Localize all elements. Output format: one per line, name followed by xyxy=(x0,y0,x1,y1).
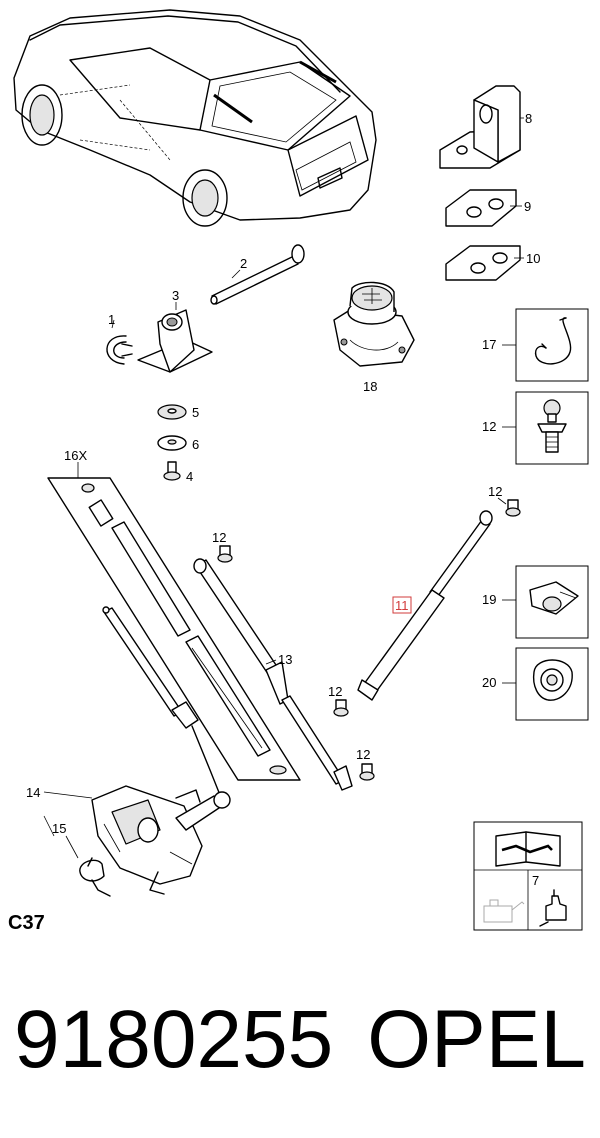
part-17-box xyxy=(515,308,589,382)
callout-5: 5 xyxy=(192,405,199,420)
callout-17: 17 xyxy=(482,337,496,352)
callout-10: 10 xyxy=(526,251,540,266)
part-18-motor xyxy=(333,281,415,367)
part-20-grommet xyxy=(532,659,573,701)
callout-12a: 12 xyxy=(482,419,496,434)
part-5-washer xyxy=(157,404,187,420)
callout-9: 9 xyxy=(524,199,531,214)
part-10-gasket xyxy=(445,245,521,281)
part-17-spring-clip xyxy=(534,317,572,365)
part-14-motor-assembly xyxy=(91,785,231,895)
callout-12d: 12 xyxy=(328,684,342,699)
part-number: 9180255 xyxy=(14,994,334,1085)
callout-13: 13 xyxy=(278,652,292,667)
callout-8: 8 xyxy=(525,111,532,126)
callout-14: 14 xyxy=(26,785,40,800)
callout-16x: 16X xyxy=(64,448,87,463)
part-6-washer xyxy=(157,435,187,451)
left-gas-strut xyxy=(102,606,223,801)
part-12-bolt-upper xyxy=(217,545,233,563)
manual-book-icon xyxy=(495,831,561,867)
part-12-ball-stud xyxy=(537,399,567,453)
part-3-hinge xyxy=(137,309,213,373)
callout-12e: 12 xyxy=(356,747,370,762)
footer: 9180255 OPEL xyxy=(0,990,600,1100)
callout-3: 3 xyxy=(172,288,179,303)
callout-11-highlight xyxy=(392,596,412,614)
callout-7: 7 xyxy=(532,873,539,888)
part-16x-kit xyxy=(47,477,301,781)
callout-11: 11 xyxy=(395,598,409,613)
part-19-bumper xyxy=(529,581,579,615)
oil-can-icon xyxy=(483,899,525,923)
part-11-gas-strut xyxy=(357,510,493,701)
part-13-gas-strut xyxy=(193,558,353,791)
callout-1: 1 xyxy=(108,312,115,327)
part-15-connector xyxy=(79,857,111,897)
part-8-hinge-bracket xyxy=(439,85,521,169)
part-2-hinge-pin xyxy=(210,244,305,305)
part-9-plate xyxy=(445,189,517,227)
parts-diagram: 8 9 10 2 3 1 xyxy=(13,9,589,931)
callout-6: 6 xyxy=(192,437,199,452)
callout-12c: 12 xyxy=(212,530,226,545)
brand-name: OPEL xyxy=(367,994,586,1085)
page-code: C37 xyxy=(8,912,45,934)
callout-2: 2 xyxy=(240,256,247,271)
callout-15: 15 xyxy=(52,821,66,836)
part-1-clip xyxy=(106,335,133,365)
callout-18: 18 xyxy=(363,379,377,394)
info-panel xyxy=(473,821,583,931)
car-illustration xyxy=(13,9,377,227)
callout-20: 20 xyxy=(482,675,496,690)
callout-4: 4 xyxy=(186,469,193,484)
callout-12b: 12 xyxy=(488,484,502,499)
part-12-bolt-lower xyxy=(359,763,375,781)
part-4-bolt xyxy=(163,461,181,481)
part-12-bolt-top-right xyxy=(505,499,521,517)
callout-19: 19 xyxy=(482,592,496,607)
grease-tube-icon xyxy=(539,889,567,927)
part-12-bolt-middle xyxy=(333,699,349,717)
